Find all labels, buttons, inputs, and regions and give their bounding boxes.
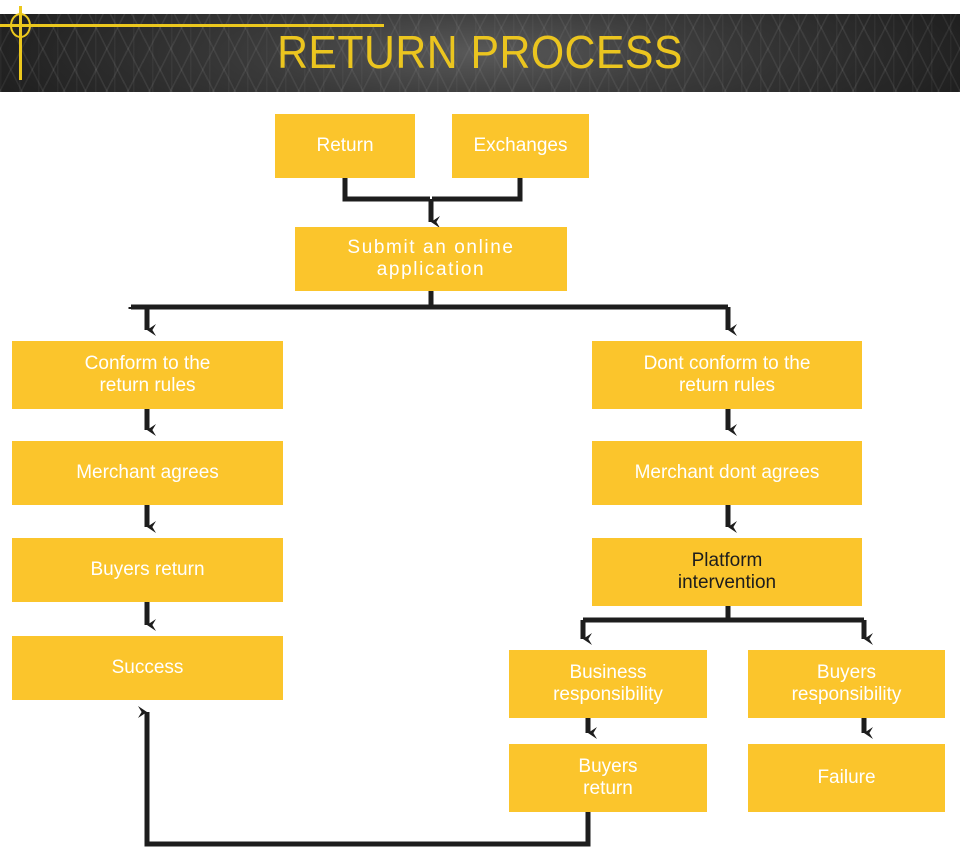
node-merchant-dont-agrees[interactable]: Merchant dont agrees (592, 441, 862, 505)
node-dont-conform-to-return-rules[interactable]: Dont conform to the return rules (592, 341, 862, 409)
node-business-responsibility[interactable]: Business responsibility (509, 650, 707, 718)
edge-exchanges-to-submit (432, 178, 523, 202)
page-title: RETURN PROCESS (277, 26, 683, 78)
node-success[interactable]: Success (12, 636, 283, 700)
node-platform-intervention[interactable]: Platform intervention (592, 538, 862, 606)
node-buyers-responsibility[interactable]: Buyers responsibility (748, 650, 945, 718)
node-conform-to-return-rules[interactable]: Conform to the return rules (12, 341, 283, 409)
node-submit-online-application[interactable]: Submit an online application (295, 227, 567, 291)
node-merchant-agrees[interactable]: Merchant agrees (12, 441, 283, 505)
decorative-circle-icon (10, 13, 31, 38)
header-banner: RETURN PROCESS (0, 14, 960, 92)
node-exchanges[interactable]: Exchanges (452, 114, 589, 178)
header-vignette (0, 14, 960, 92)
edge-return-to-submit (342, 178, 430, 202)
node-buyers-return-bottom[interactable]: Buyers return (509, 744, 707, 812)
node-failure[interactable]: Failure (748, 744, 945, 812)
node-return[interactable]: Return (275, 114, 415, 178)
decorative-horizontal-rule (0, 24, 384, 27)
decorative-vertical-rule (19, 6, 22, 80)
node-buyers-return-left[interactable]: Buyers return (12, 538, 283, 602)
edge-platform-split (580, 606, 873, 645)
edge-submit-split (128, 291, 737, 336)
